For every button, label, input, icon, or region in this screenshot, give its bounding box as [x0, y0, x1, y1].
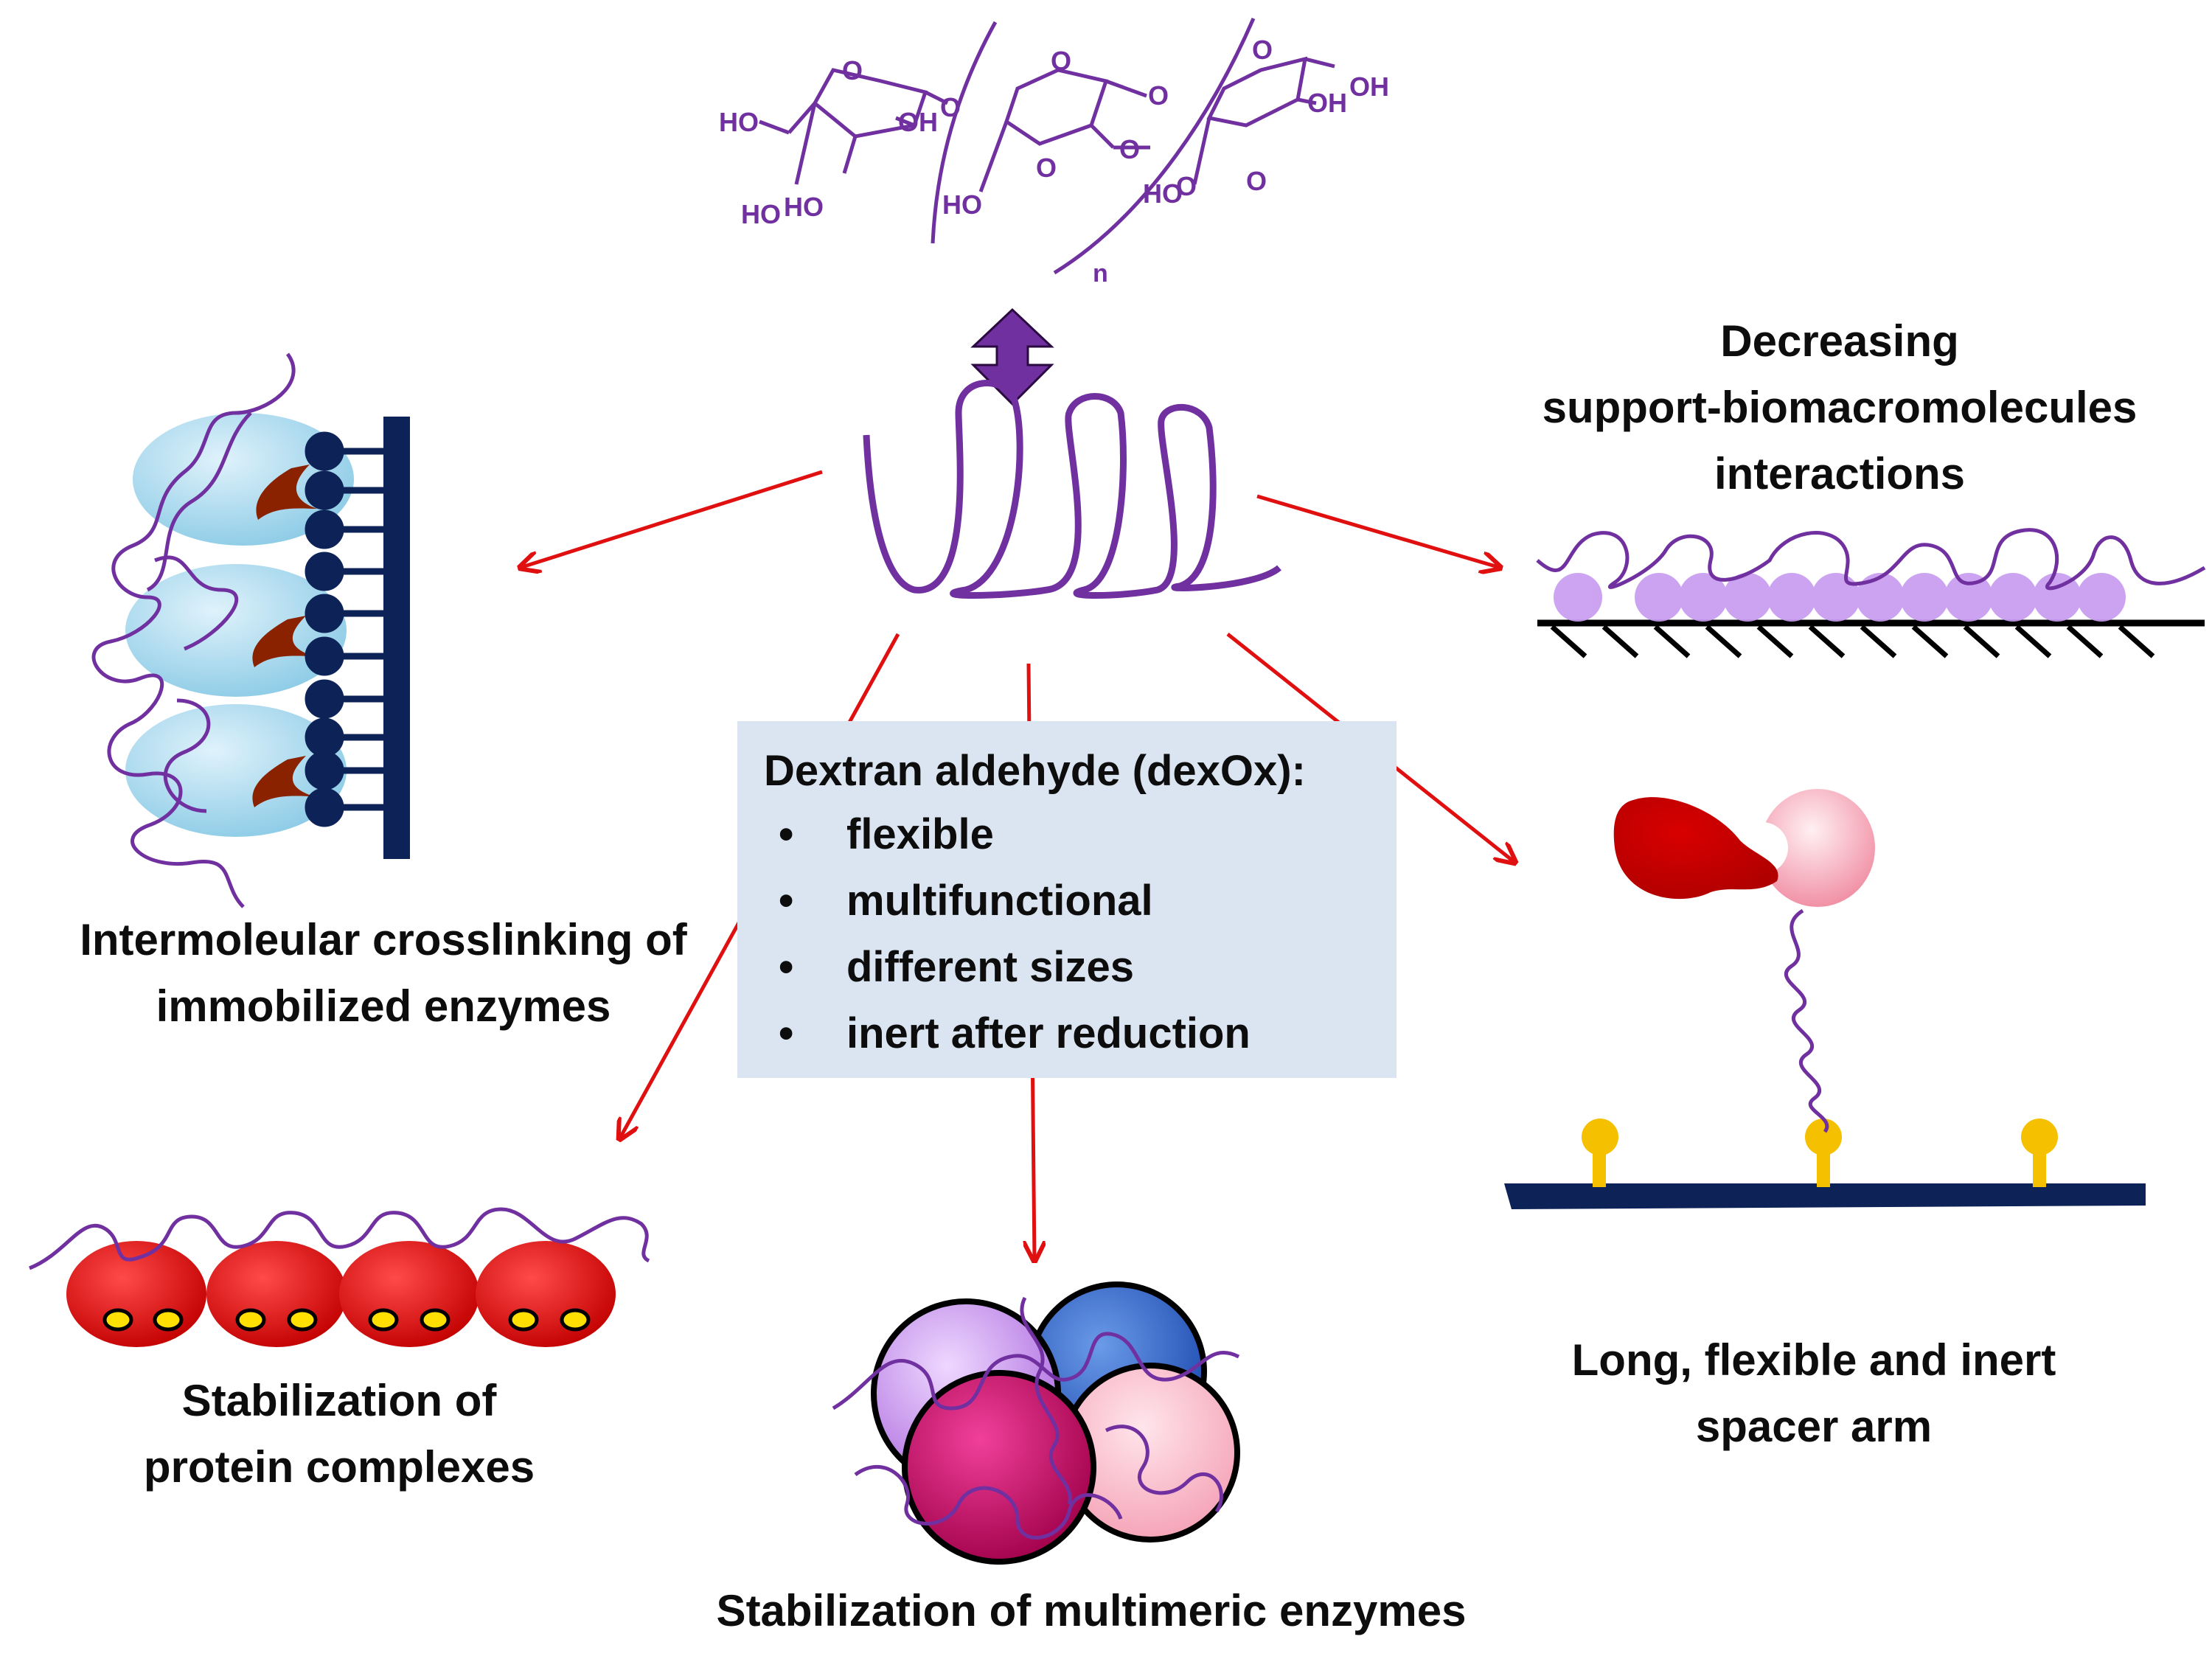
bullet: •: [779, 1009, 794, 1057]
glucose-ring-right: [1206, 56, 1308, 128]
dextran-coil: [863, 380, 1281, 599]
property-text: multifunctional: [846, 877, 1153, 925]
label-line: support-biomacromolecules: [1542, 383, 2138, 432]
repeat-subscript: n: [1093, 260, 1108, 288]
spacer-arm-illustration: [1504, 789, 2146, 1209]
support-surface: [383, 417, 410, 859]
bullet: •: [779, 810, 794, 858]
label-line: Intermoleular crosslinking of: [80, 915, 687, 964]
chem-group: O: [1051, 46, 1071, 76]
arrow-to-crosslinking: [520, 470, 823, 568]
chem-group: O: [1252, 35, 1273, 65]
crosslinked-enzymes-illustration: [91, 352, 410, 908]
chem-group: HO: [784, 192, 824, 222]
dextran-chain: [832, 1296, 1240, 1540]
label-spacer-arm: Long, flexible and inert spacer arm: [1504, 1327, 2124, 1460]
property-text: inert after reduction: [846, 1009, 1251, 1057]
active-site: [252, 616, 313, 667]
label-line: Long, flexible and inert: [1571, 1335, 2056, 1385]
label-line: Decreasing: [1720, 316, 1959, 366]
chem-group: HO: [1143, 178, 1183, 209]
list-item: • multifunctional: [764, 868, 1370, 934]
protein-complex-illustration: [29, 1207, 650, 1347]
label-line: interactions: [1714, 449, 1966, 498]
label-decreasing-interactions: Decreasing support-biomacromolecules int…: [1497, 308, 2183, 507]
bullet: •: [779, 943, 794, 991]
active-site: [256, 465, 317, 520]
list-item: • inert after reduction: [764, 1001, 1370, 1067]
label-line: Stabilization of: [181, 1376, 497, 1425]
chem-group: O: [842, 55, 863, 86]
dextran-chain: [91, 352, 296, 908]
label-line: spacer arm: [1695, 1402, 1933, 1451]
label-line: immobilized enzymes: [156, 981, 611, 1031]
spacer-chain: [1784, 908, 1829, 1133]
label-multimeric-enzymes: Stabilization of multimeric enzymes: [716, 1586, 1467, 1635]
dextran-aldehyde-structure: [759, 18, 1335, 275]
chem-group: HO: [719, 107, 759, 137]
property-text: flexible: [846, 810, 994, 858]
chem-group: O: [1246, 166, 1267, 196]
bullet: •: [779, 877, 794, 925]
label-crosslinking: Intermoleular crosslinking of immobilize…: [29, 907, 737, 1040]
enzyme-blob: [133, 413, 354, 546]
dexox-info-box: Dextran aldehyde (dexOx): • flexible • mul…: [737, 721, 1397, 1078]
chem-group: OH: [898, 107, 938, 137]
chemical-labels: HO OH HO HO HO HO OH OH O O O O O O O O …: [719, 35, 1389, 288]
label-line: protein complexes: [143, 1442, 535, 1492]
oxidized-ring-middle: [1004, 68, 1109, 146]
property-text: different sizes: [846, 943, 1134, 991]
label-protein-complexes: Stabilization of protein complexes: [44, 1368, 634, 1500]
multimeric-enzyme-illustration: [832, 1281, 1240, 1565]
enzyme-pink: [1760, 789, 1875, 907]
active-site: [252, 756, 313, 807]
chem-group: O: [940, 92, 961, 122]
enzyme-red: [1613, 797, 1778, 900]
list-item: • flexible: [764, 801, 1370, 868]
info-box-title: Dextran aldehyde (dexOx):: [764, 747, 1306, 795]
support-interaction-illustration: [1536, 528, 2206, 658]
double-headed-arrow: [970, 307, 1054, 406]
chem-group: OH: [1307, 88, 1347, 118]
chem-group: O: [1036, 153, 1057, 183]
dextran-chain: [1536, 528, 2206, 591]
chem-group: HO: [741, 199, 781, 229]
dextran-chain: [146, 411, 252, 813]
list-item: • different sizes: [764, 934, 1370, 1001]
support-bar: [1504, 1183, 2146, 1209]
arrow-to-support: [1256, 494, 1500, 568]
chem-group: O: [1119, 134, 1140, 164]
chem-group: OH: [1349, 72, 1389, 102]
property-list: • flexible • multifunctional • different si…: [764, 801, 1370, 1067]
dextran-chain: [29, 1207, 650, 1270]
repeat-bracket-right: [1053, 18, 1256, 275]
chem-group: O: [1176, 171, 1197, 201]
enzyme-blob: [125, 564, 347, 697]
chem-group: O: [1148, 80, 1169, 111]
repeat-bracket-left: [931, 21, 998, 244]
chem-group: HO: [942, 189, 982, 220]
